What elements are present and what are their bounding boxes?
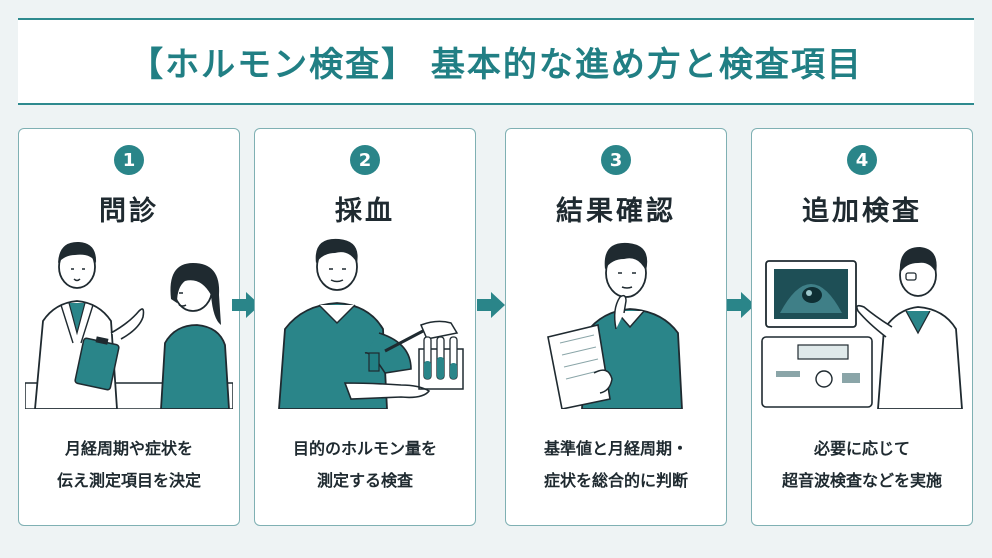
description-line: 超音波検査などを実施 [781, 471, 942, 490]
description-line: 伝え測定項目を決定 [56, 471, 201, 490]
title-banner: 【ホルモン検査】 基本的な進め方と検査項目 [18, 18, 974, 105]
step-title: 追加検査 [802, 196, 922, 227]
step-title: 採血 [335, 196, 395, 227]
step-card-3: 3 結果確認 基準値と月経周期・ 症状を総合的に判断 [505, 128, 727, 526]
step-title: 結果確認 [556, 196, 676, 227]
step-description: 基準値と月経周期・ 症状を総合的に判断 [506, 433, 726, 497]
step-number-badge: 1 [114, 145, 144, 175]
step-card-1: 1 問診 月経周期や症状を 伝え測定項目を決定 [18, 128, 240, 526]
description-line: 基準値と月経周期・ [543, 439, 688, 458]
description-line: 月経周期や症状を [64, 439, 193, 458]
step-number-badge: 4 [847, 145, 877, 175]
description-line: 測定する検査 [316, 471, 413, 490]
step-description: 月経周期や症状を 伝え測定項目を決定 [19, 433, 239, 497]
step-number-badge: 2 [350, 145, 380, 175]
next-arrow-icon [232, 292, 260, 318]
next-arrow-icon [477, 292, 505, 318]
step-number-badge: 3 [601, 145, 631, 175]
step-card-2: 2 採血 目的のホルモン量を 測定する検査 [254, 128, 476, 526]
description-line: 目的のホルモン量を [292, 439, 437, 458]
blood-draw-illustration [278, 238, 464, 409]
step-description: 目的のホルモン量を 測定する検査 [255, 433, 475, 497]
next-arrow-icon [727, 292, 755, 318]
step-description: 必要に応じて 超音波検査などを実施 [752, 433, 972, 497]
step-card-4: 4 追加検査 必要に応じて 超音波検査などを実施 [751, 128, 973, 526]
description-line: 症状を総合的に判断 [543, 471, 688, 490]
page-title: 【ホルモン検査】 基本的な進め方と検査項目 [129, 45, 863, 85]
description-line: 必要に応じて [813, 439, 910, 458]
step-title: 問診 [99, 196, 159, 227]
result-review-illustration [547, 242, 683, 409]
consultation-illustration [25, 241, 233, 409]
ultrasound-illustration [761, 247, 963, 409]
